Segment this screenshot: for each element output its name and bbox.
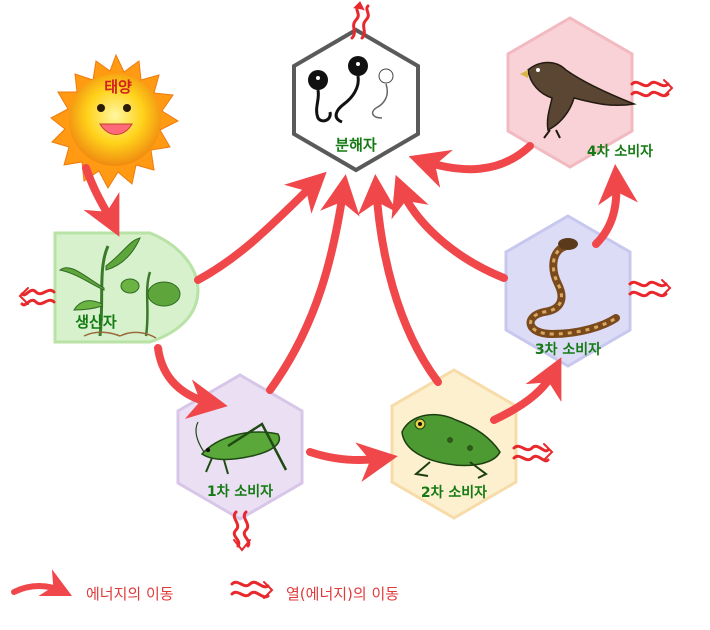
arrow-sun-producer [82, 164, 120, 237]
legend: 에너지의 이동 열(에너지)의 이동 [11, 569, 399, 603]
heat-arrow-consumer1 [232, 510, 251, 552]
arrow-consumer3-decomposer [391, 174, 508, 282]
sun-face [69, 74, 161, 166]
consumer3-label: 3차 소비자 [535, 342, 601, 358]
legend-energy-arrow-icon [11, 569, 73, 597]
legend-energy-label: 에너지의 이동 [86, 585, 174, 603]
consumer3-node: 3차 소비자 [504, 214, 632, 368]
energy-arrows [82, 142, 638, 483]
consumer2-node: 2차 소비자 [390, 368, 518, 520]
sun-label: 태양 [104, 78, 132, 96]
eagle-icon [520, 61, 637, 139]
heat-arrow-consumer4 [630, 79, 674, 98]
snake-icon [526, 238, 620, 339]
consumer1-label: 1차 소비자 [207, 484, 273, 500]
producer-node: 생산자 [53, 231, 200, 344]
arrow-consumer1-decomposer [266, 174, 360, 394]
arrow-consumer1-consumer2 [306, 442, 398, 483]
heat-arrow-producer [18, 287, 56, 307]
decomposer-hexagon [292, 27, 420, 173]
consumer4-node: 4차 소비자 [506, 16, 653, 169]
heat-arrows [18, 1, 674, 552]
heat-arrow-decomposer [350, 1, 370, 40]
decomposer-label: 분해자 [335, 136, 377, 154]
frog-icon [401, 413, 501, 479]
heat-arrow-consumer2 [512, 443, 554, 463]
producer-label: 생산자 [75, 313, 117, 331]
heat-arrow-consumer3 [628, 279, 672, 298]
decomposer-node: 분해자 [292, 27, 420, 173]
fungi-icon [308, 56, 394, 124]
arrow-producer-consumer1 [154, 344, 228, 419]
consumer2-label: 2차 소비자 [421, 485, 487, 501]
legend-heat-arrow-icon [230, 580, 274, 599]
arrow-consumer2-consumer3 [490, 357, 562, 424]
sun-node: 태양 [50, 53, 180, 190]
grasshopper-icon [195, 421, 288, 475]
arrow-consumer2-decomposer [357, 174, 442, 386]
arrow-producer-decomposer [194, 171, 327, 284]
plant-icon [58, 237, 181, 339]
arrow-consumer3-consumer4 [592, 164, 638, 248]
arrow-consumer4-decomposer [408, 142, 534, 188]
consumer4-label: 4차 소비자 [587, 144, 653, 160]
legend-heat-label: 열(에너지)의 이동 [286, 585, 399, 603]
